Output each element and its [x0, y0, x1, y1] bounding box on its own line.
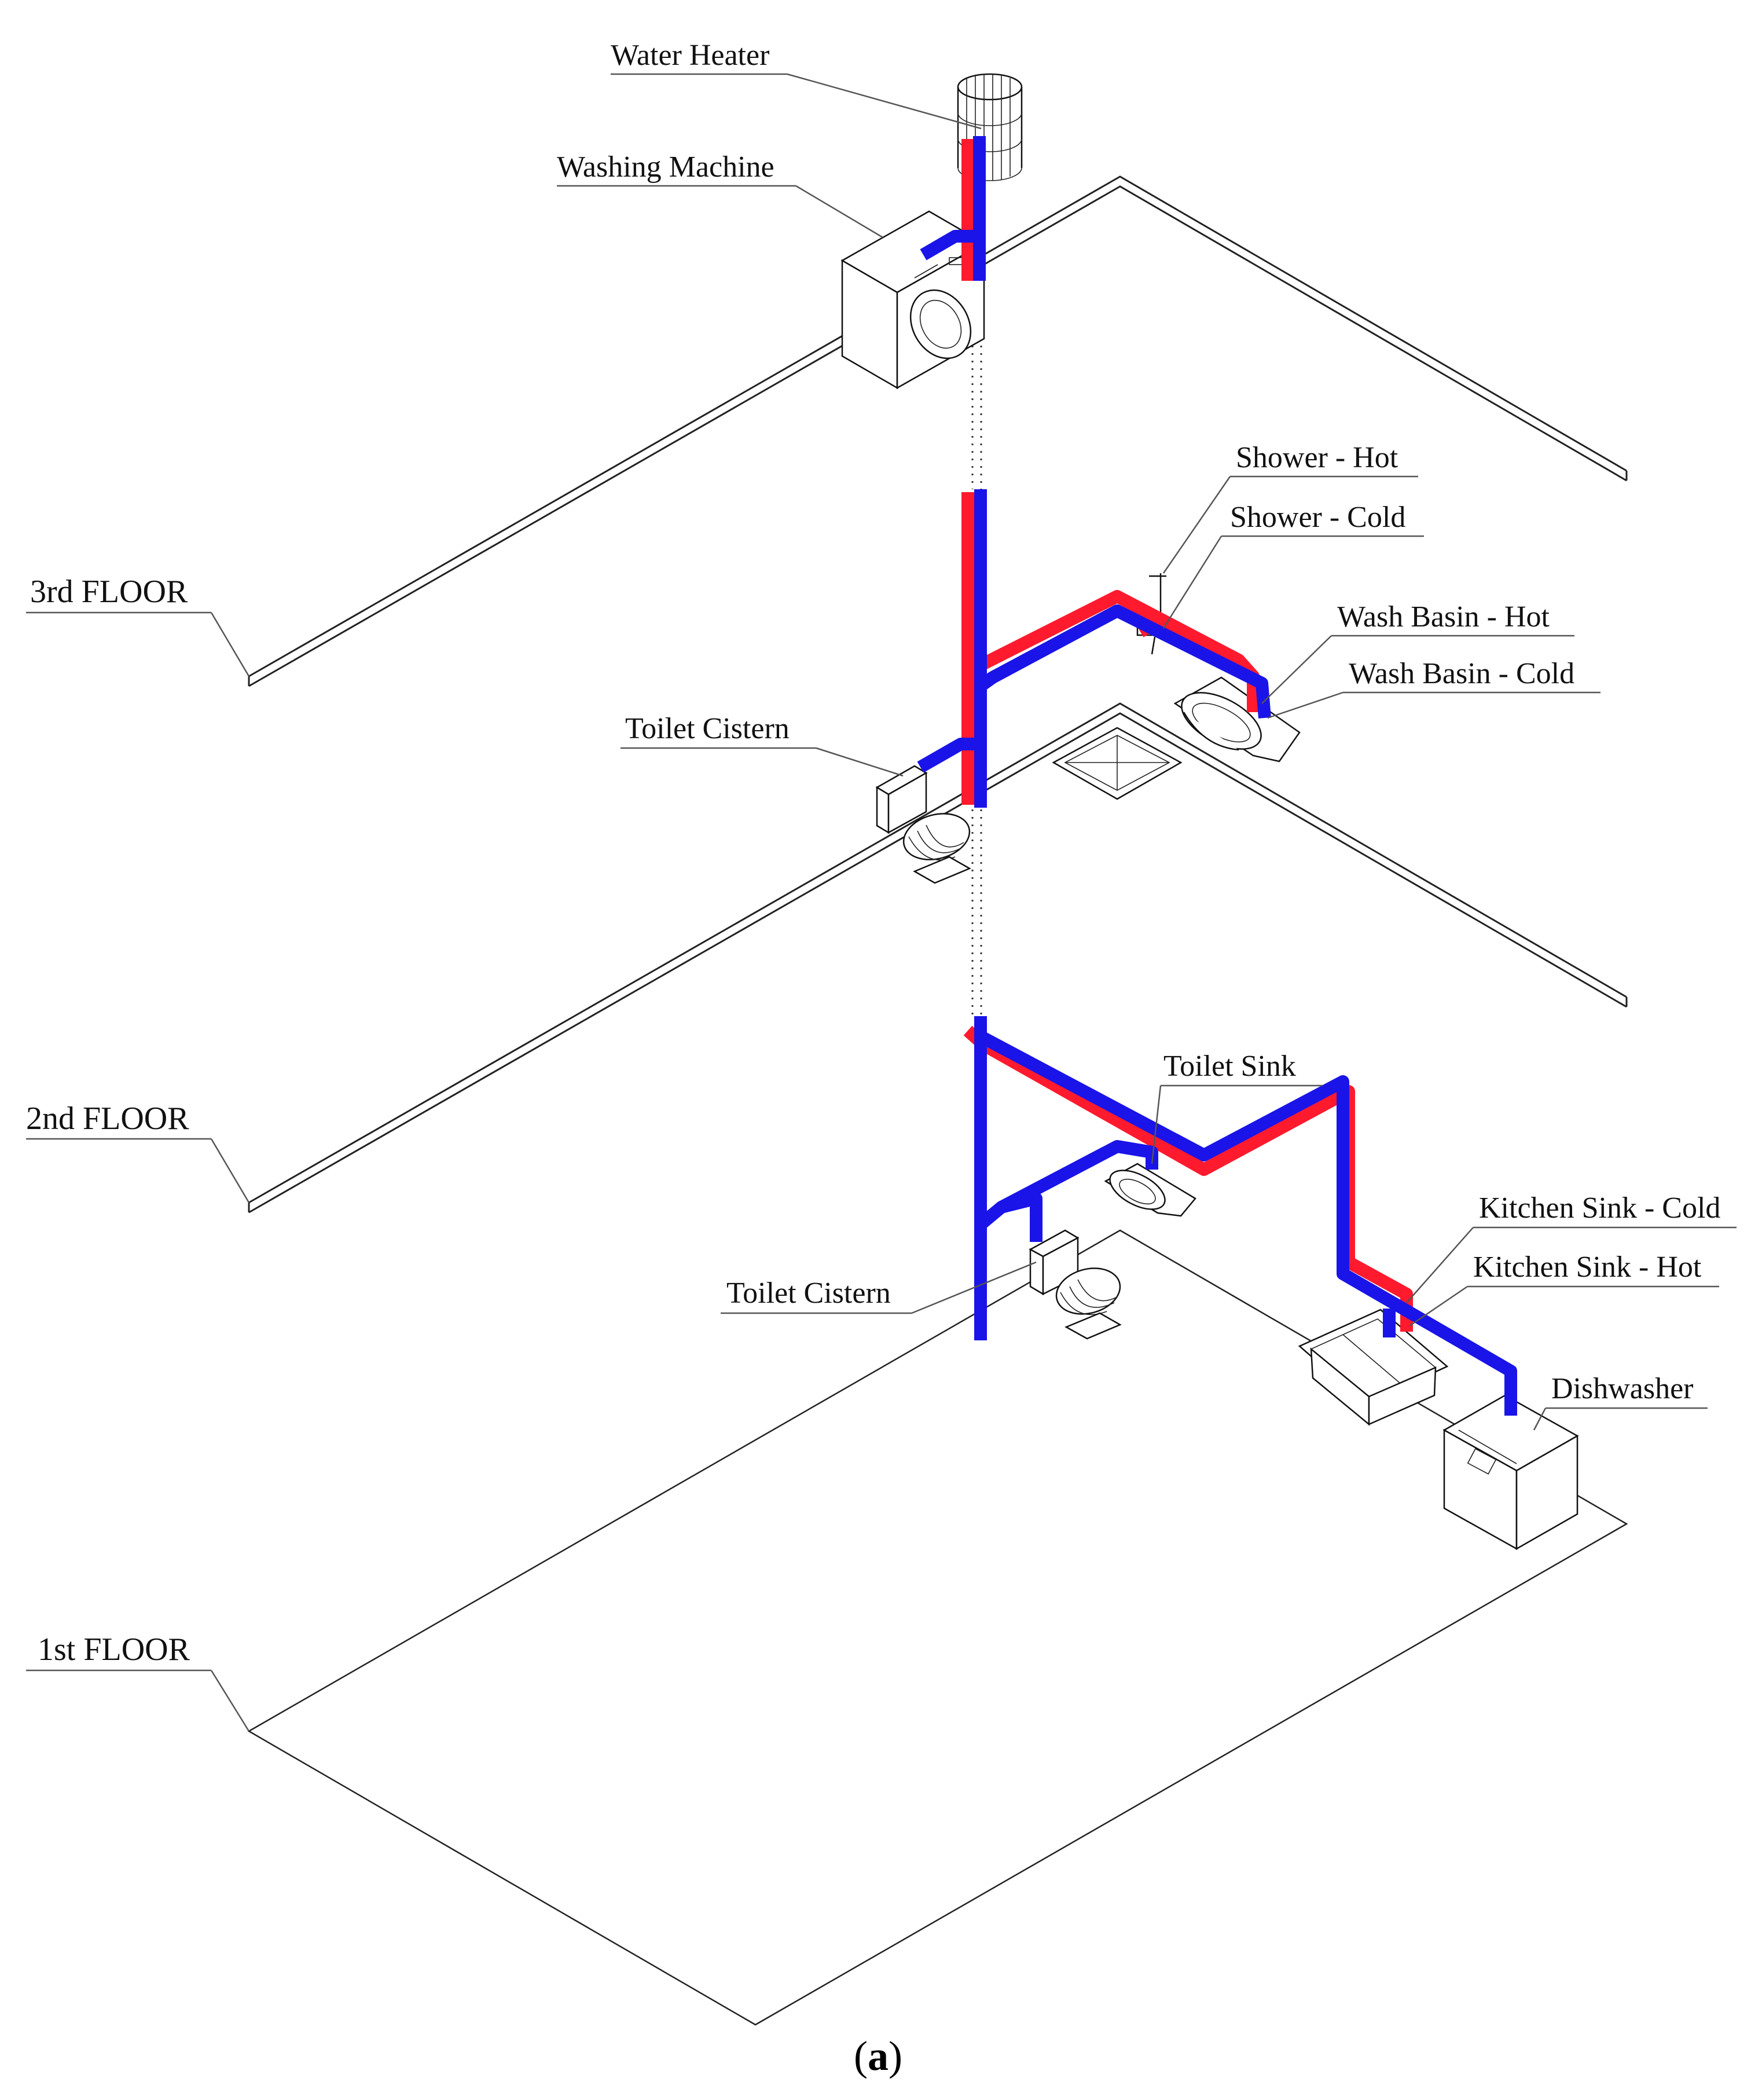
label-dishwasher: Dishwasher — [1533, 1372, 1708, 1431]
label-toilet-cistern-upper: Toilet Cistern — [621, 712, 904, 777]
floor-label-2nd: 2nd FLOOR — [26, 1101, 250, 1203]
svg-text:Wash Basin - Cold: Wash Basin - Cold — [1349, 657, 1574, 690]
label-washing-machine: Washing Machine — [557, 151, 883, 239]
label-kitchen-sink-hot: Kitchen Sink - Hot — [1409, 1251, 1719, 1327]
pipe-cold-top — [920, 136, 986, 281]
floor-2nd-outline — [248, 702, 1628, 1214]
svg-text:Toilet Cistern: Toilet Cistern — [726, 1277, 891, 1310]
water-heater-icon — [957, 73, 1023, 181]
svg-text:Washing Machine: Washing Machine — [557, 151, 774, 184]
pipe-cold-3rd — [917, 489, 1271, 808]
svg-text:Shower - Hot: Shower - Hot — [1236, 441, 1398, 474]
figure-caption: (a) — [854, 2033, 902, 2079]
kitchen-sink-icon — [1298, 1309, 1449, 1426]
floor-label-3rd: 3rd FLOOR — [26, 574, 250, 677]
label-water-heater: Water Heater — [611, 39, 982, 130]
floor-1st-outline — [247, 1229, 1628, 2026]
label-shower-hot: Shower - Hot — [1162, 441, 1418, 574]
toilet-lower-icon — [1029, 1229, 1122, 1340]
dishwasher-icon — [1442, 1394, 1579, 1551]
label-wash-basin-cold: Wash Basin - Cold — [1267, 657, 1601, 719]
label-toilet-cistern-lower: Toilet Cistern — [721, 1261, 1037, 1314]
floor-drain-icon — [1052, 727, 1183, 800]
svg-text:Toilet Sink: Toilet Sink — [1163, 1050, 1296, 1083]
svg-text:Shower - Cold: Shower - Cold — [1230, 501, 1405, 534]
svg-text:Kitchen Sink - Cold: Kitchen Sink - Cold — [1479, 1192, 1720, 1225]
label-shower-cold: Shower - Cold — [1162, 501, 1424, 629]
svg-text:Dishwasher: Dishwasher — [1551, 1372, 1694, 1405]
svg-text:1st FLOOR: 1st FLOOR — [38, 1632, 190, 1667]
svg-text:Toilet Cistern: Toilet Cistern — [625, 712, 790, 745]
label-wash-basin-hot: Wash Basin - Hot — [1261, 600, 1574, 704]
floor-3rd-outline — [248, 175, 1628, 687]
svg-text:(a): (a) — [854, 2033, 902, 2079]
toilet-sink-icon — [1104, 1163, 1196, 1217]
toilet-upper-icon — [875, 765, 971, 884]
svg-text:Wash Basin - Hot: Wash Basin - Hot — [1337, 600, 1550, 633]
wash-basin-icon — [1173, 676, 1301, 763]
floor-label-1st: 1st FLOOR — [26, 1632, 250, 1732]
svg-text:2nd FLOOR: 2nd FLOOR — [26, 1101, 189, 1137]
svg-text:Kitchen Sink - Hot: Kitchen Sink - Hot — [1473, 1251, 1702, 1284]
label-kitchen-sink-cold: Kitchen Sink - Cold — [1406, 1192, 1737, 1303]
svg-text:3rd FLOOR: 3rd FLOOR — [30, 574, 188, 610]
label-toilet-sink: Toilet Sink — [1151, 1050, 1323, 1164]
svg-text:Water Heater: Water Heater — [611, 39, 769, 72]
riser-dotted-line — [971, 278, 982, 1016]
